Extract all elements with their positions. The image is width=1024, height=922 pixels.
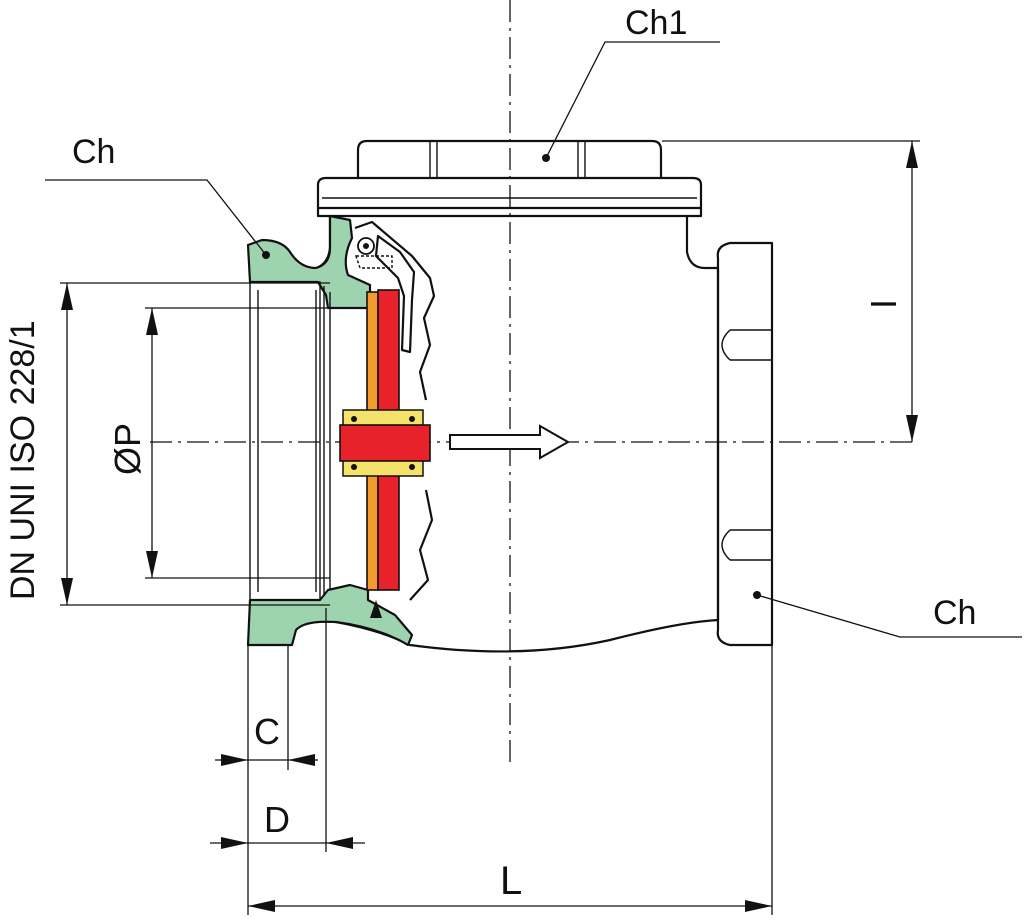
label-c: C [254, 711, 280, 752]
label-d: D [264, 799, 290, 840]
disc-assembly [339, 289, 431, 591]
hinge-assembly [354, 220, 436, 618]
label-p: ØP [107, 423, 148, 475]
label-ch1: Ch1 [625, 4, 687, 42]
leader-lines [45, 41, 1022, 638]
left-body-lower-section [246, 583, 414, 647]
left-body-section [246, 214, 414, 647]
label-l: L [500, 859, 522, 903]
valve-cover [316, 139, 703, 218]
label-ch-right: Ch [933, 594, 976, 632]
left-body-upper-section [246, 214, 372, 310]
flow-direction-arrow [449, 424, 571, 460]
label-ch-left: Ch [72, 133, 115, 171]
disc-hub [339, 424, 431, 462]
label-i: I [863, 299, 904, 309]
label-dn: DN UNI ISO 228/1 [4, 320, 42, 600]
dimension-lines [60, 140, 920, 915]
